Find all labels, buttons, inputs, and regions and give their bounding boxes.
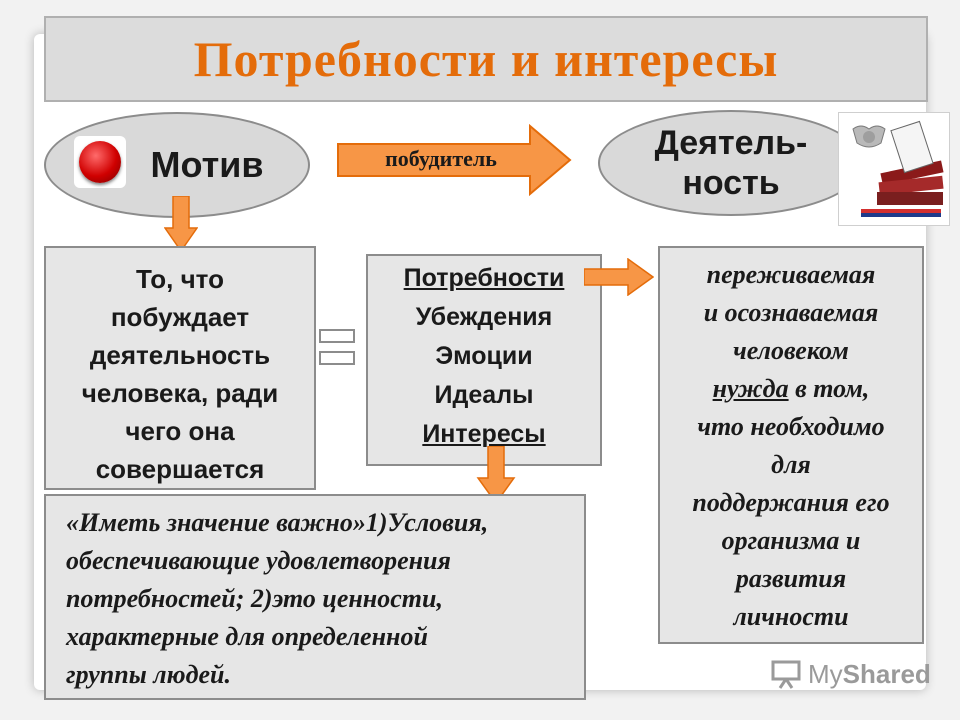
definition-line: побуждает — [110, 302, 250, 332]
motive-down-arrow — [164, 196, 198, 252]
definition-line: чего она — [125, 416, 235, 446]
need-line: человеком — [733, 336, 849, 365]
incentive-arrow — [337, 124, 572, 196]
interest-line: характерные для определенной — [66, 622, 428, 651]
list-item-ideals: Идеалы — [434, 381, 534, 409]
list-item-emotions: Эмоции — [435, 342, 533, 370]
need-definition-box: переживаемая и осознаваемая человеком ну… — [658, 246, 924, 644]
motive-types-box: Потребности Убеждения Эмоции Идеалы Инте… — [366, 254, 602, 466]
watermark-my: My — [808, 658, 843, 689]
need-line-rest: в том, — [788, 374, 870, 403]
books-emblem-icon — [838, 112, 950, 226]
interest-line: потребностей; 2)это ценности, — [66, 584, 443, 613]
need-line: поддержания его — [692, 488, 890, 517]
need-line: для — [771, 450, 811, 479]
interest-line: «Иметь значение важно»1)Условия, — [66, 508, 489, 537]
equals-sign — [319, 329, 355, 365]
interest-line: обеспечивающие удовлетворения — [66, 546, 451, 575]
activity-line-1: Деятель- — [654, 124, 808, 162]
definition-line: совершается — [95, 454, 265, 484]
motive-label: Мотив — [150, 144, 264, 185]
title-banner: Потребности и интересы — [44, 16, 928, 102]
list-item-beliefs: Убеждения — [415, 303, 553, 331]
need-line: переживаемая — [706, 260, 876, 289]
activity-line-2: ность — [682, 164, 780, 202]
interest-line: группы людей. — [66, 660, 231, 689]
list-item-needs: Потребности — [403, 264, 565, 292]
interest-definition-box: «Иметь значение важно»1)Условия, обеспеч… — [44, 494, 586, 700]
definition-line: человека, ради — [81, 378, 279, 408]
list-item-interests: Интересы — [422, 420, 546, 448]
presentation-icon — [771, 660, 801, 689]
need-line: организма и — [721, 526, 861, 555]
definition-line: То, что — [136, 264, 224, 294]
incentive-label: побудитель — [385, 146, 497, 171]
definition-line: деятельность — [89, 340, 271, 370]
motive-definition-box: То, что побуждает деятельность человека,… — [44, 246, 316, 490]
watermark-shared: Shared — [842, 658, 931, 689]
needs-right-arrow — [584, 258, 654, 296]
need-keyword: нужда — [712, 374, 789, 403]
need-line: развития — [735, 564, 847, 593]
red-button-icon — [74, 136, 126, 188]
need-line-4: нужда в том, — [660, 370, 922, 408]
need-line: и осознаваемая — [703, 298, 879, 327]
need-line: личности — [733, 602, 849, 631]
interests-down-arrow — [476, 446, 516, 504]
activity-oval: Деятель- ность — [598, 110, 864, 216]
need-line: что необходимо — [697, 412, 885, 441]
page-title: Потребности и интересы — [193, 31, 779, 87]
watermark: MyShared — [770, 656, 931, 692]
